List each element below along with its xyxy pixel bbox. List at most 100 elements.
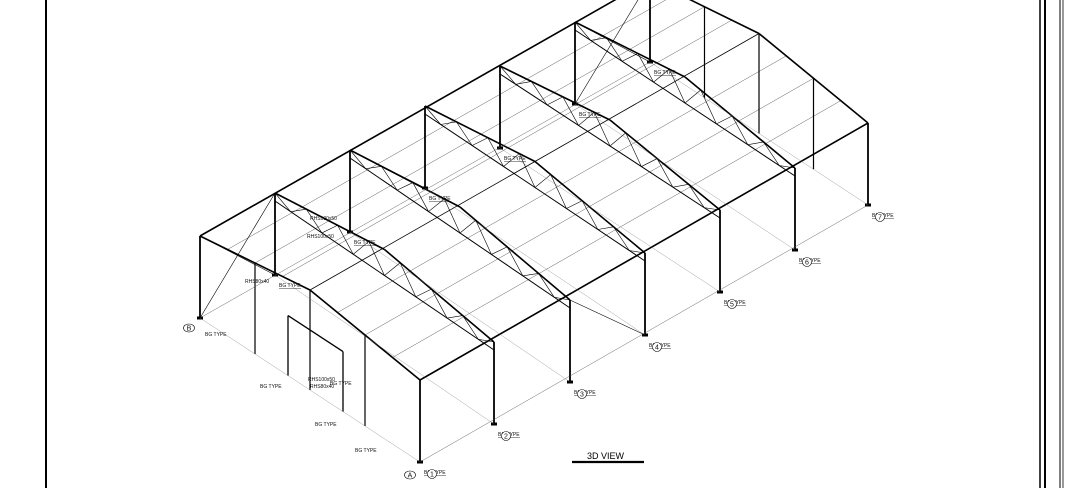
truss-web: [574, 21, 591, 41]
door-header: [287, 315, 344, 353]
truss-web: [515, 81, 532, 85]
sheet-border: [45, 0, 1064, 488]
truss-web: [306, 208, 323, 234]
rafter: [274, 192, 385, 251]
truss-web: [472, 137, 488, 146]
grid-bubble: [875, 212, 885, 222]
truss-web: [554, 296, 571, 301]
truss-web: [622, 53, 638, 62]
truss-web: [444, 198, 461, 234]
truss-web: [290, 208, 307, 212]
truss-web: [519, 153, 536, 188]
truss-web: [440, 121, 457, 125]
rafter: [424, 105, 536, 163]
floor-grid-line: [499, 147, 721, 293]
grid-bubble: [727, 299, 737, 309]
truss-web: [337, 225, 354, 255]
rafter: [534, 160, 646, 254]
truss-web: [487, 137, 504, 167]
frame-structure: [197, 0, 871, 464]
member-size-label: RHS100x50: [307, 234, 334, 240]
grid-bubble: [577, 389, 587, 399]
truss-web: [365, 165, 382, 170]
truss-web: [747, 141, 764, 146]
floor-grid-line: [199, 317, 421, 463]
truss-web: [779, 165, 796, 169]
truss-web: [704, 207, 721, 211]
truss-web: [590, 37, 607, 41]
truss-web: [368, 241, 385, 276]
base-plate-label: BG TYPE: [260, 384, 282, 390]
truss-web: [321, 225, 338, 234]
truss-web: [672, 183, 689, 188]
member-size-label: RHS100x50: [310, 216, 337, 222]
grid-number: 5: [730, 301, 734, 308]
truss-web: [763, 141, 780, 166]
wall-bracing: [569, 299, 646, 336]
truss-web: [629, 250, 646, 254]
truss-web: [431, 289, 448, 319]
truss-web: [459, 220, 476, 234]
truss-web: [349, 149, 366, 169]
truss-web: [274, 192, 291, 212]
truss-web: [597, 226, 614, 230]
truss-web: [581, 200, 599, 230]
truss-web: [547, 96, 563, 106]
truss-web: [491, 246, 508, 255]
truss-web: [594, 112, 611, 147]
truss-web: [609, 132, 626, 147]
base-plate-label: BG TYPE: [354, 240, 376, 246]
truss-web: [613, 226, 630, 251]
truss-web: [731, 115, 749, 145]
truss-web: [456, 121, 473, 146]
truss-web: [669, 69, 686, 104]
truss-web: [424, 105, 441, 125]
truss-web: [428, 198, 445, 212]
truss-web: [578, 112, 595, 126]
base-plate-label: BG TYPE: [429, 196, 451, 202]
truss-web: [562, 96, 579, 126]
rafter: [383, 248, 495, 343]
floor-grid-line: [349, 231, 571, 383]
truss-web: [641, 158, 658, 167]
wall-bracing: [199, 192, 276, 319]
truss-web: [462, 315, 479, 340]
truss-web: [656, 158, 674, 188]
grid-bubble: [427, 469, 437, 479]
base-plate-label: BG TYPE: [579, 112, 601, 118]
grid-number: 7: [878, 214, 882, 221]
truss-web: [538, 273, 555, 298]
grid-letter: B: [187, 325, 192, 332]
truss-web: [397, 182, 413, 191]
base-plate-label: BG TYPE: [315, 422, 337, 428]
member-size-label: RHS100x50: [308, 377, 335, 383]
truss-web: [606, 37, 623, 62]
truss-web: [716, 115, 733, 125]
rafter: [459, 206, 571, 301]
grid-bubble: [501, 431, 511, 441]
grid-letter: A: [408, 472, 413, 479]
view-title: 3D VIEW: [587, 451, 625, 461]
truss-web: [478, 339, 495, 343]
base-plate-label: BG TYPE: [654, 70, 676, 76]
grid-bubble: [652, 342, 662, 352]
truss-web: [700, 89, 717, 124]
truss-web: [550, 174, 567, 209]
truss-web: [684, 89, 701, 104]
grid-bubble: [183, 323, 195, 333]
rafter: [574, 21, 686, 78]
floor-grid-line: [419, 204, 869, 463]
member-labels: BG TYPE BG TYPE BG TYPE BG TYPE BG TYPE BG TY…: [205, 70, 894, 476]
rafter: [499, 65, 611, 121]
truss-web: [499, 65, 516, 85]
truss-web: [353, 241, 370, 255]
truss-web: [637, 53, 654, 83]
floor-grid-line: [649, 61, 869, 206]
floor-grid-line: [199, 61, 651, 319]
grid-number: 3: [580, 391, 584, 398]
truss-web: [688, 184, 705, 208]
grid-number: 4: [655, 344, 659, 351]
rafter: [609, 119, 721, 211]
